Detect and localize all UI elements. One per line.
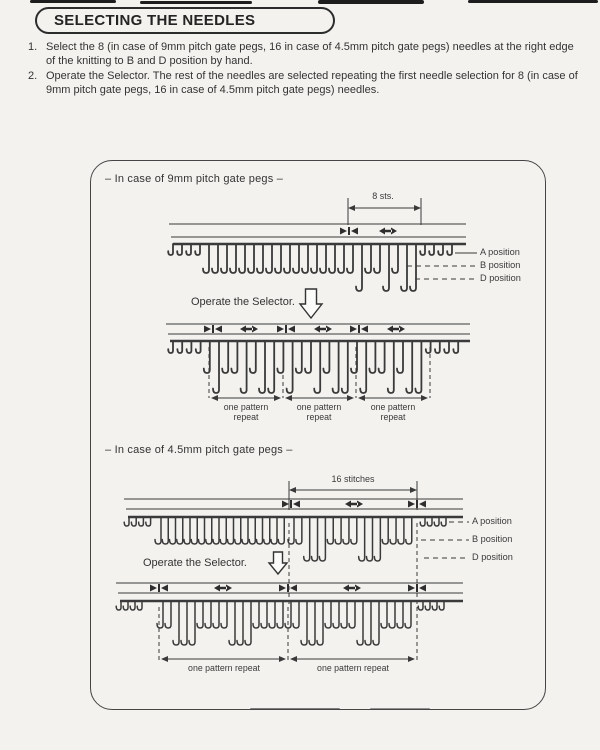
stitch-span-label-45mm: 16 stitches xyxy=(331,474,375,484)
position-label-a-9mm: A position xyxy=(480,247,520,257)
position-label-b-45mm: B position xyxy=(472,534,513,544)
position-label-a-45mm: A position xyxy=(472,516,512,526)
scan-artifact xyxy=(318,0,424,4)
instruction-item: 1. Select the 8 (in case of 9mm pitch ga… xyxy=(28,41,584,68)
instruction-list: 1. Select the 8 (in case of 9mm pitch ga… xyxy=(28,41,584,99)
scan-artifact xyxy=(140,1,252,4)
pattern-repeat-label: one pattern repeat xyxy=(317,663,389,673)
needle-diagram-svg xyxy=(115,198,477,662)
repeat-label-line1: one pattern xyxy=(296,402,342,412)
position-label-b-9mm: B position xyxy=(480,260,521,270)
diagram-panel: – In case of 9mm pitch gate pegs – 8 sts… xyxy=(90,160,546,710)
stitch-span-label-9mm: 8 sts. xyxy=(372,191,394,201)
repeat-label-line1: one pattern xyxy=(223,402,269,412)
title-box: SELECTING THE NEEDLES xyxy=(35,7,335,34)
instruction-number: 1. xyxy=(28,41,38,53)
position-label-d-45mm: D position xyxy=(472,552,513,562)
repeat-label-line2: repeat xyxy=(380,412,406,422)
instruction-item: 2. Operate the Selector. The rest of the… xyxy=(28,70,584,97)
instruction-number: 2. xyxy=(28,70,38,82)
instruction-text: Select the 8 (in case of 9mm pitch gate … xyxy=(46,41,574,67)
operate-selector-label-9mm: Operate the Selector. xyxy=(191,296,295,308)
pattern-repeat-label: one pattern repeat xyxy=(188,663,260,673)
repeat-label-line2: repeat xyxy=(306,412,332,422)
scan-artifact xyxy=(468,0,598,3)
pattern-repeat-label: one pattern repeat xyxy=(206,402,286,422)
page-title: SELECTING THE NEEDLES xyxy=(54,12,256,29)
repeat-label-line2: repeat xyxy=(233,412,259,422)
repeat-label-line1: one pattern xyxy=(370,402,416,412)
scan-artifact xyxy=(30,0,116,3)
pattern-repeat-label: one pattern repeat xyxy=(353,402,433,422)
operate-selector-label-45mm: Operate the Selector. xyxy=(143,557,247,569)
section-9mm-heading: – In case of 9mm pitch gate pegs – xyxy=(105,173,284,185)
section-45mm-heading: – In case of 4.5mm pitch gate pegs – xyxy=(105,444,293,456)
scan-artifact xyxy=(370,708,430,710)
instruction-text: Operate the Selector. The rest of the ne… xyxy=(46,70,578,96)
position-label-d-9mm: D position xyxy=(480,273,521,283)
pattern-repeat-label: one pattern repeat xyxy=(279,402,359,422)
scan-artifact xyxy=(250,708,340,710)
